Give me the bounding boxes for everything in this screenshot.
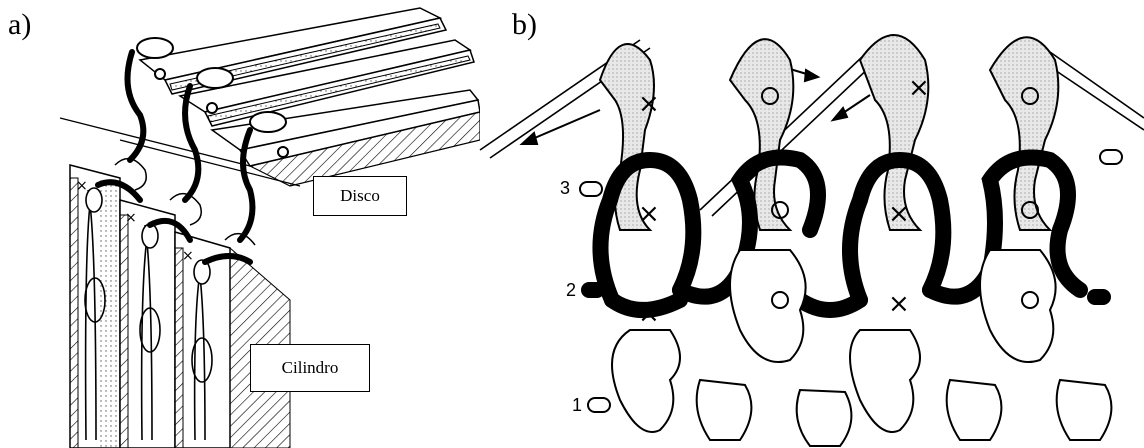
row-number-3: 3	[560, 178, 570, 199]
svg-text:×: ×	[638, 299, 660, 329]
dial-arrows	[522, 60, 870, 144]
row-number-1: 1	[572, 395, 582, 416]
svg-text:×: ×	[888, 199, 910, 229]
row-number-2: 2	[566, 280, 576, 301]
svg-text:×: ×	[638, 89, 660, 119]
svg-text:×: ×	[638, 199, 660, 229]
svg-text:×: ×	[888, 289, 910, 319]
svg-text:×: ×	[908, 73, 930, 103]
